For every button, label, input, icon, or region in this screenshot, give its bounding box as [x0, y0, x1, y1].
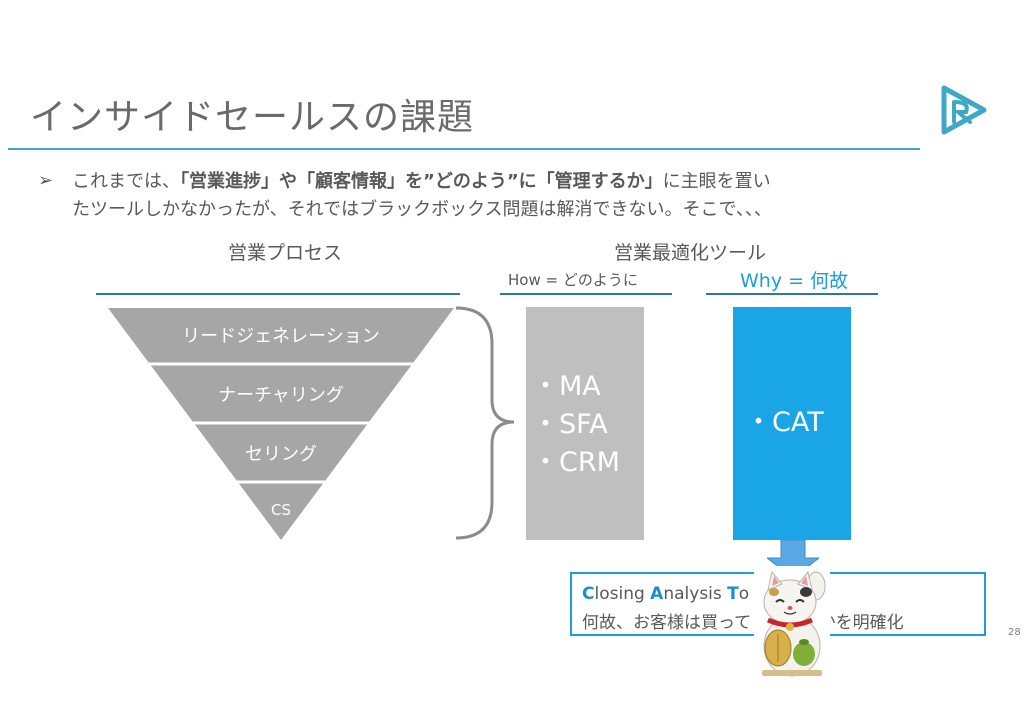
acronym-letter-t: T	[727, 584, 739, 604]
page-number: 28	[1008, 627, 1021, 638]
why-rule	[706, 293, 878, 295]
curly-brace-icon	[455, 306, 515, 540]
funnel-stage-selling: セリング	[245, 444, 317, 465]
bullet-arrow-icon: ➢	[38, 170, 54, 191]
acronym-letter-a: A	[650, 584, 664, 604]
acronym-word-closing: losing	[594, 584, 651, 604]
how-tools-box: ・MA ・SFA ・CRM	[526, 307, 644, 540]
body-text-part1: これまでは、	[72, 171, 180, 192]
brand-logo-icon	[941, 85, 987, 135]
acronym-word-tool: o	[738, 584, 750, 604]
how-rule	[500, 293, 672, 295]
why-label: Why = 何故	[740, 270, 849, 292]
funnel-stage-nurturing: ナーチャリング	[218, 385, 344, 406]
sales-process-rule	[96, 293, 460, 295]
acronym-word-analysis: nalysis	[663, 584, 728, 604]
body-text-line2: たツールしかなかったが、それではブラックボックス問題は解消できない。そこで、、、	[72, 199, 772, 220]
title-divider	[8, 148, 920, 150]
tool-item-crm: ・CRM	[532, 447, 620, 478]
tools-heading: 営業最適化ツール	[614, 242, 767, 264]
page-title: インサイドセールスの課題	[30, 97, 475, 138]
how-label: How = どのように	[508, 271, 638, 289]
cat-acronym: Closing Analysis To	[582, 584, 749, 604]
tool-item-ma: ・MA	[532, 371, 601, 402]
funnel-stage-lead-generation: リードジェネレーション	[182, 326, 380, 347]
body-text-part2: に主眼を置い	[662, 171, 771, 192]
sales-process-heading: 営業プロセス	[228, 242, 343, 264]
body-paragraph: これまでは、「営業進捗」や「顧客情報」を”どのよう”に「管理するか」に主眼を置い…	[72, 168, 952, 224]
maneki-neko-icon	[754, 566, 830, 678]
why-tools-box: ・CAT	[733, 307, 851, 540]
acronym-letter-c: C	[582, 584, 595, 604]
tool-item-cat: ・CAT	[745, 407, 824, 438]
body-text-emphasis: 「営業進捗」や「顧客情報」を”どのよう”に「管理するか」	[180, 171, 663, 192]
funnel-stage-cs: CS	[271, 501, 291, 519]
sales-funnel	[108, 308, 454, 540]
tool-item-sfa: ・SFA	[532, 409, 608, 440]
cat-description: 何故、お客様は買ってくれるのかを明確化	[582, 613, 904, 633]
